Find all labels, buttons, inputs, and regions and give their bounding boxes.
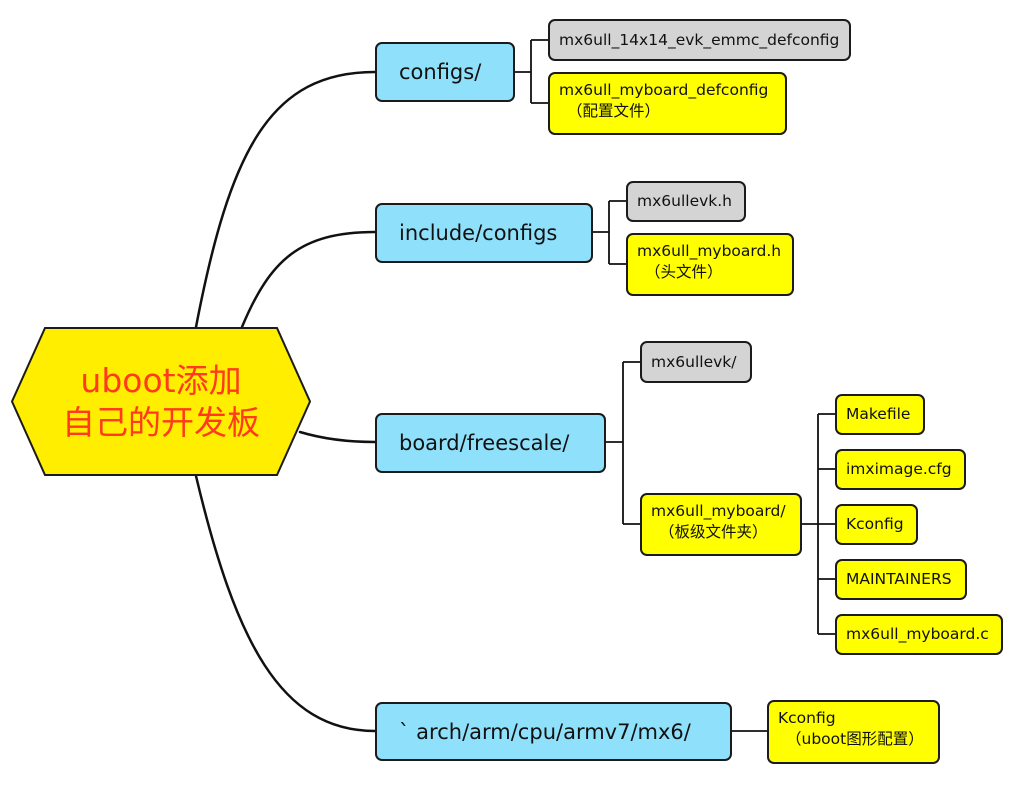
branch-configs[interactable]: configs/ bbox=[375, 42, 515, 102]
leaf-kconfig-board-label: Kconfig bbox=[846, 515, 904, 533]
branch-configs-label: configs/ bbox=[399, 60, 482, 84]
leaf-maintainers-label: MAINTAINERS bbox=[846, 570, 952, 588]
root-title-line1: uboot添加 bbox=[80, 360, 242, 400]
leaf-kconfig-arch-label: Kconfig bbox=[778, 709, 836, 727]
bracket-board bbox=[606, 361, 640, 525]
connector-root-arch bbox=[194, 474, 377, 733]
leaf-myboard-h-label: mx6ull_myboard.h bbox=[637, 242, 782, 260]
leaf-imximage-cfg-label: imximage.cfg bbox=[846, 460, 952, 478]
leaf-myboard-h[interactable]: mx6ull_myboard.h （头文件） bbox=[626, 233, 794, 296]
bracket-configs bbox=[515, 39, 548, 104]
leaf-myboard-dir-note: （板级文件夹） bbox=[659, 523, 768, 541]
root-title-line2: 自己的开发板 bbox=[62, 402, 260, 442]
leaf-evk-emmc-defconfig-label: mx6ull_14x14_evk_emmc_defconfig bbox=[559, 30, 840, 49]
leaf-mx6ullevk-h[interactable]: mx6ullevk.h bbox=[626, 181, 746, 222]
root-hexagon-shape bbox=[10, 327, 312, 476]
leaf-myboard-c[interactable]: mx6ull_myboard.c bbox=[835, 614, 1003, 655]
leaf-kconfig-arch-note: （uboot图形配置） bbox=[786, 730, 924, 748]
leaf-myboard-dir-label: mx6ull_myboard/ bbox=[651, 502, 786, 520]
leaf-maintainers[interactable]: MAINTAINERS bbox=[835, 559, 967, 600]
connector-root-configs bbox=[194, 70, 377, 329]
leaf-myboard-h-note: （头文件） bbox=[645, 263, 723, 281]
root-node: uboot添加 自己的开发板 bbox=[10, 327, 312, 476]
leaf-myboard-defconfig[interactable]: mx6ull_myboard_defconfig （配置文件） bbox=[548, 72, 787, 135]
leaf-mx6ullevk-dir[interactable]: mx6ullevk/ bbox=[640, 341, 752, 383]
branch-include-configs-label: include/configs bbox=[399, 221, 558, 245]
leaf-mx6ullevk-dir-label: mx6ullevk/ bbox=[651, 352, 737, 371]
bracket-include bbox=[593, 200, 626, 265]
leaf-myboard-c-label: mx6ull_myboard.c bbox=[846, 625, 989, 643]
leaf-evk-emmc-defconfig[interactable]: mx6ull_14x14_evk_emmc_defconfig bbox=[548, 19, 851, 61]
branch-arch-mx6[interactable]: ` arch/arm/cpu/armv7/mx6/ bbox=[375, 702, 732, 761]
leaf-makefile-label: Makefile bbox=[846, 405, 911, 423]
leaf-myboard-defconfig-label: mx6ull_myboard_defconfig bbox=[559, 81, 769, 99]
branch-include-configs[interactable]: include/configs bbox=[375, 203, 593, 263]
leaf-myboard-dir[interactable]: mx6ull_myboard/ （板级文件夹） bbox=[640, 493, 802, 556]
leaf-mx6ullevk-h-label: mx6ullevk.h bbox=[637, 192, 733, 210]
leaf-makefile[interactable]: Makefile bbox=[835, 394, 925, 435]
leaf-imximage-cfg[interactable]: imximage.cfg bbox=[835, 449, 966, 490]
bracket-myboard bbox=[801, 413, 835, 635]
leaf-kconfig-arch[interactable]: Kconfig （uboot图形配置） bbox=[767, 700, 940, 764]
leaf-kconfig-board[interactable]: Kconfig bbox=[835, 504, 918, 545]
branch-arch-mx6-label: ` arch/arm/cpu/armv7/mx6/ bbox=[399, 719, 691, 744]
branch-board-freescale-label: board/freescale/ bbox=[399, 431, 570, 455]
connector-root-board bbox=[298, 430, 377, 444]
leaf-myboard-defconfig-note: （配置文件） bbox=[567, 102, 661, 120]
branch-board-freescale[interactable]: board/freescale/ bbox=[375, 413, 606, 473]
connector-root-include bbox=[240, 230, 377, 329]
